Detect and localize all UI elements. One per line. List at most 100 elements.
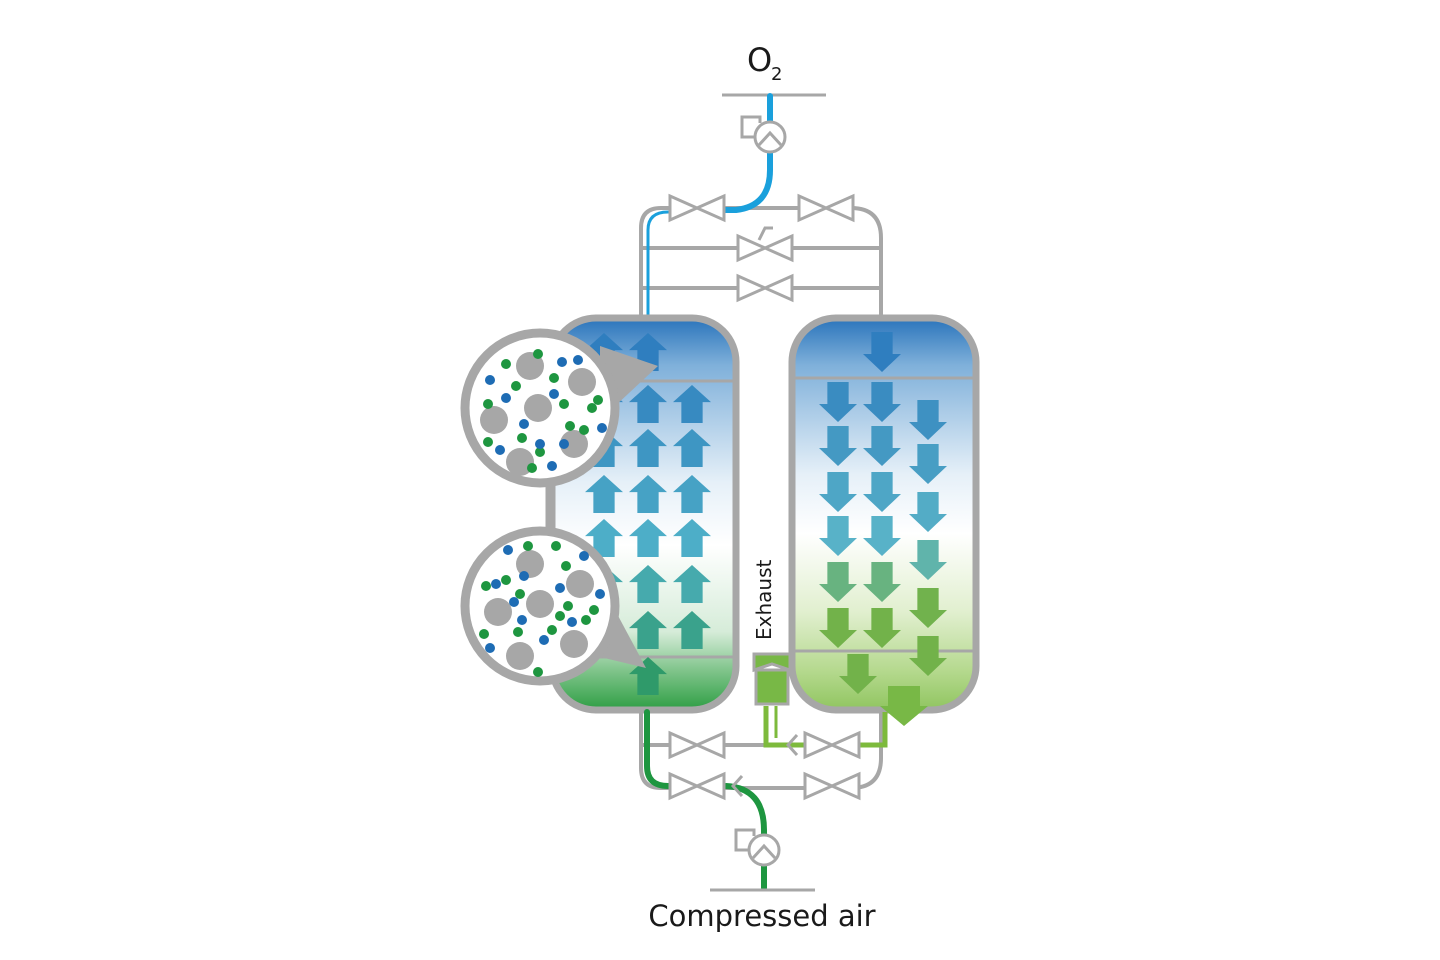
- oxygen-molecule: [519, 419, 529, 429]
- nitrogen-molecule: [579, 425, 589, 435]
- sieve-bead: [480, 406, 508, 434]
- sieve-bead: [516, 352, 544, 380]
- right-column-flow-arrows: [792, 332, 976, 694]
- flow-up-arrow: [673, 429, 711, 467]
- nitrogen-molecule: [511, 381, 521, 391]
- sieve-bead: [560, 630, 588, 658]
- nitrogen-molecule: [533, 349, 543, 359]
- flow-up-arrow: [673, 565, 711, 603]
- flow-up-arrow: [629, 429, 667, 467]
- nitrogen-molecule: [559, 399, 569, 409]
- sieve-bead: [568, 368, 596, 396]
- nitrogen-molecule: [589, 605, 599, 615]
- oxygen-molecule: [547, 461, 557, 471]
- outlet-label-o: O: [747, 41, 772, 79]
- valve-icon: [803, 731, 861, 759]
- flow-up-arrow: [629, 565, 667, 603]
- oxygen-molecule: [539, 635, 549, 645]
- nitrogen-molecule: [527, 463, 537, 473]
- oxygen-molecule: [597, 423, 607, 433]
- adsorbent-magnifier-bottom: [460, 526, 646, 686]
- valve-icon: [668, 194, 726, 222]
- valve-icon: [736, 274, 794, 302]
- nitrogen-molecule: [501, 359, 511, 369]
- nitrogen-molecule: [533, 667, 543, 677]
- nitrogen-molecule: [501, 575, 511, 585]
- outlet-label-subscript: 2: [771, 64, 782, 85]
- flow-down-arrow: [819, 562, 857, 602]
- nitrogen-molecule: [563, 601, 573, 611]
- outlet-pressure-regulator-icon: [740, 115, 787, 154]
- silencer-icon: [752, 652, 792, 706]
- flow-down-arrow: [819, 608, 857, 648]
- oxygen-molecule: [485, 375, 495, 385]
- nitrogen-molecule: [581, 615, 591, 625]
- oxygen-molecule: [501, 393, 511, 403]
- nitrogen-molecule: [481, 581, 491, 591]
- valve-icon: [668, 731, 726, 759]
- flow-up-arrow: [629, 611, 667, 649]
- nitrogen-molecule: [513, 627, 523, 637]
- nitrogen-molecule: [547, 625, 557, 635]
- oxygen-molecule: [495, 445, 505, 455]
- flow-down-arrow: [839, 654, 877, 694]
- flow-down-arrow: [819, 472, 857, 512]
- flow-down-arrow: [909, 400, 947, 440]
- exhaust-outlet-arrow: [880, 686, 928, 726]
- nitrogen-molecule: [517, 433, 527, 443]
- oxygen-molecule: [549, 389, 559, 399]
- nitrogen-molecule: [555, 611, 565, 621]
- nitrogen-molecule: [561, 561, 571, 571]
- oxygen-molecule: [535, 439, 545, 449]
- flow-up-arrow: [629, 519, 667, 557]
- nitrogen-molecule: [523, 541, 533, 551]
- sieve-bead: [484, 598, 512, 626]
- flow-up-arrow: [629, 657, 667, 695]
- check-valve-icon: [736, 226, 794, 262]
- oxygen-molecule: [519, 571, 529, 581]
- flow-up-arrow: [673, 519, 711, 557]
- sieve-bead: [524, 394, 552, 422]
- right-adsorber-column: [788, 314, 980, 714]
- inlet-label: Compressed air: [648, 899, 875, 933]
- nitrogen-molecule: [593, 395, 603, 405]
- flow-up-arrow: [673, 385, 711, 423]
- oxygen-molecule: [567, 617, 577, 627]
- oxygen-molecule: [555, 583, 565, 593]
- top-manifold-pipes: [639, 206, 883, 320]
- nitrogen-molecule: [565, 421, 575, 431]
- flow-down-arrow: [819, 426, 857, 466]
- oxygen-molecule: [503, 545, 513, 555]
- nitrogen-molecule: [515, 589, 525, 599]
- valve-icon: [668, 772, 726, 800]
- nitrogen-molecule: [483, 437, 493, 447]
- sieve-bead: [526, 590, 554, 618]
- oxygen-molecule: [491, 579, 501, 589]
- sieve-bead: [516, 550, 544, 578]
- flow-down-arrow: [909, 492, 947, 532]
- flow-down-arrow: [863, 516, 901, 556]
- flow-up-arrow: [585, 475, 623, 513]
- nitrogen-molecule: [479, 629, 489, 639]
- sieve-bead: [506, 642, 534, 670]
- valve-icon: [803, 772, 861, 800]
- flow-up-arrow: [673, 475, 711, 513]
- oxygen-molecule: [557, 357, 567, 367]
- flow-up-arrow: [629, 385, 667, 423]
- check-valve-icon: [730, 733, 799, 798]
- oxygen-molecule: [517, 615, 527, 625]
- nitrogen-molecule: [587, 403, 597, 413]
- flow-down-arrow: [909, 540, 947, 580]
- sieve-bead: [506, 448, 534, 476]
- oxygen-molecule: [559, 439, 569, 449]
- flow-down-arrow: [909, 444, 947, 484]
- flow-up-arrow: [673, 611, 711, 649]
- nitrogen-molecule: [483, 399, 493, 409]
- nitrogen-molecule: [535, 447, 545, 457]
- flow-down-arrow: [819, 516, 857, 556]
- oxygen-product-line: [646, 93, 773, 322]
- oxygen-molecule: [573, 355, 583, 365]
- flow-down-arrow: [909, 588, 947, 628]
- flow-down-arrow: [863, 332, 901, 372]
